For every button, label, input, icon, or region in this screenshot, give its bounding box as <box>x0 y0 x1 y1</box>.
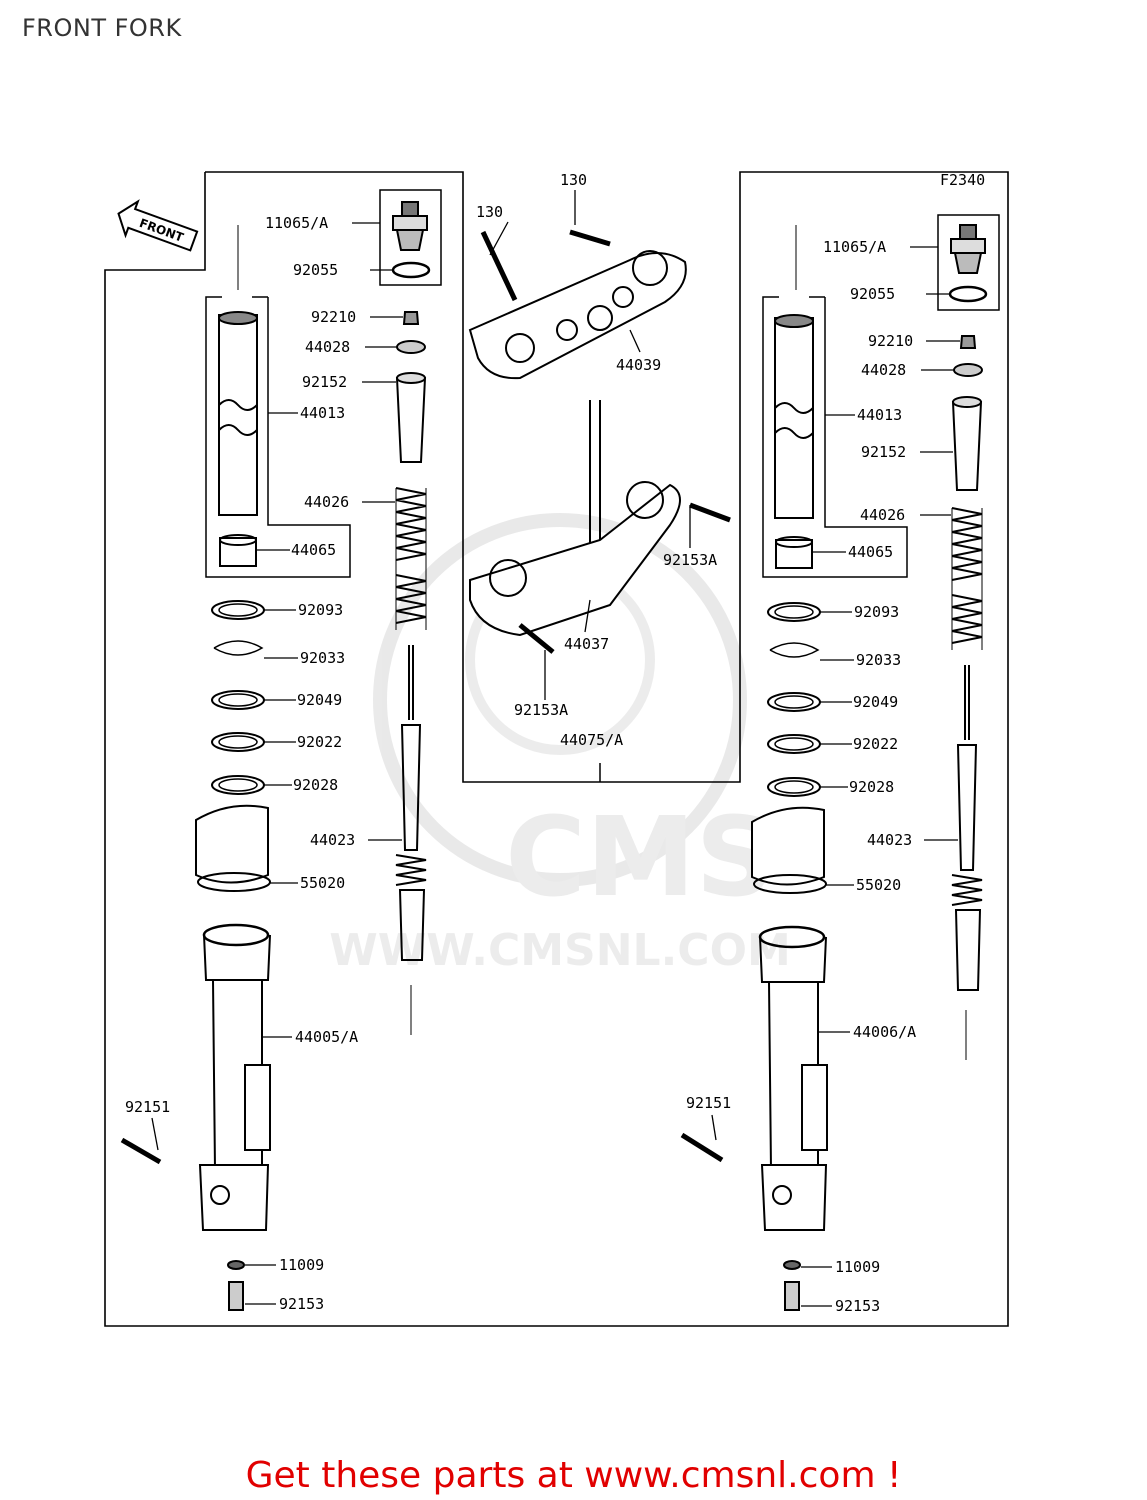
leader-lines <box>151 190 960 1307</box>
label-92028-right: 92028 <box>849 778 894 796</box>
frame <box>104 171 1009 1327</box>
label-44023-left: 44023 <box>310 831 355 849</box>
label-92033-left: 92033 <box>300 649 345 667</box>
front-arrow-icon: FRONT <box>117 199 199 252</box>
left-fork <box>120 189 442 1311</box>
label-92055-right: 92055 <box>850 285 895 303</box>
label-92153-left: 92153 <box>279 1295 324 1313</box>
label-44039: 44039 <box>616 356 661 374</box>
label-92153-right: 92153 <box>835 1297 880 1315</box>
label-92153a-right: 92153A <box>663 551 717 569</box>
label-11065a-left: 11065/A <box>265 214 328 232</box>
cap-bolt-right <box>950 224 986 274</box>
label-92049-right: 92049 <box>853 693 898 711</box>
label-92210-right: 92210 <box>868 332 913 350</box>
page-title: FRONT FORK <box>22 14 182 42</box>
label-55020-right: 55020 <box>856 876 901 894</box>
label-55020-left: 55020 <box>300 874 345 892</box>
label-92153a-left: 92153A <box>514 701 568 719</box>
label-44037: 44037 <box>564 635 609 653</box>
label-44075a: 44075/A <box>560 731 623 749</box>
label-92093-right: 92093 <box>854 603 899 621</box>
label-44026-right: 44026 <box>860 506 905 524</box>
label-11009-left: 11009 <box>279 1256 324 1274</box>
label-44023-right: 44023 <box>867 831 912 849</box>
label-92151-right: 92151 <box>686 1094 731 1112</box>
label-44065-left: 44065 <box>291 541 336 559</box>
cap-bolt-left <box>392 201 428 251</box>
label-92022-right: 92022 <box>853 735 898 753</box>
label-44026-left: 44026 <box>304 493 349 511</box>
label-92022-left: 92022 <box>297 733 342 751</box>
figure-code: F2340 <box>940 171 985 189</box>
label-92033-right: 92033 <box>856 651 901 669</box>
label-44005a: 44005/A <box>295 1028 358 1046</box>
label-11009-right: 11009 <box>835 1258 880 1276</box>
label-44013-right: 44013 <box>857 406 902 424</box>
label-92093-left: 92093 <box>298 601 343 619</box>
label-92028-left: 92028 <box>293 776 338 794</box>
label-92055-left: 92055 <box>293 261 338 279</box>
label-44013-left: 44013 <box>300 404 345 422</box>
label-92152-left: 92152 <box>302 373 347 391</box>
label-92049-left: 92049 <box>297 691 342 709</box>
label-92151-left: 92151 <box>125 1098 170 1116</box>
right-fork <box>680 214 1000 1311</box>
label-130-left: 130 <box>476 203 503 221</box>
part-labels: 11065/A 92055 92210 44028 92152 44013 44… <box>125 171 916 1315</box>
front-fork-diagram: CMS WWW.CMSNL.COM F2340 FRONT <box>104 171 1009 1327</box>
triple-clamps <box>468 229 731 782</box>
label-44065-right: 44065 <box>848 543 893 561</box>
label-92152-right: 92152 <box>861 443 906 461</box>
label-92210-left: 92210 <box>311 308 356 326</box>
label-44028-right: 44028 <box>861 361 906 379</box>
label-11065a-right: 11065/A <box>823 238 886 256</box>
watermark-text: CMS <box>505 793 774 921</box>
label-44006a: 44006/A <box>853 1023 916 1041</box>
label-130-top: 130 <box>560 171 587 189</box>
footer-link[interactable]: Get these parts at www.cmsnl.com ! <box>245 1455 902 1496</box>
label-44028-left: 44028 <box>305 338 350 356</box>
watermark-url: WWW.CMSNL.COM <box>329 925 791 976</box>
